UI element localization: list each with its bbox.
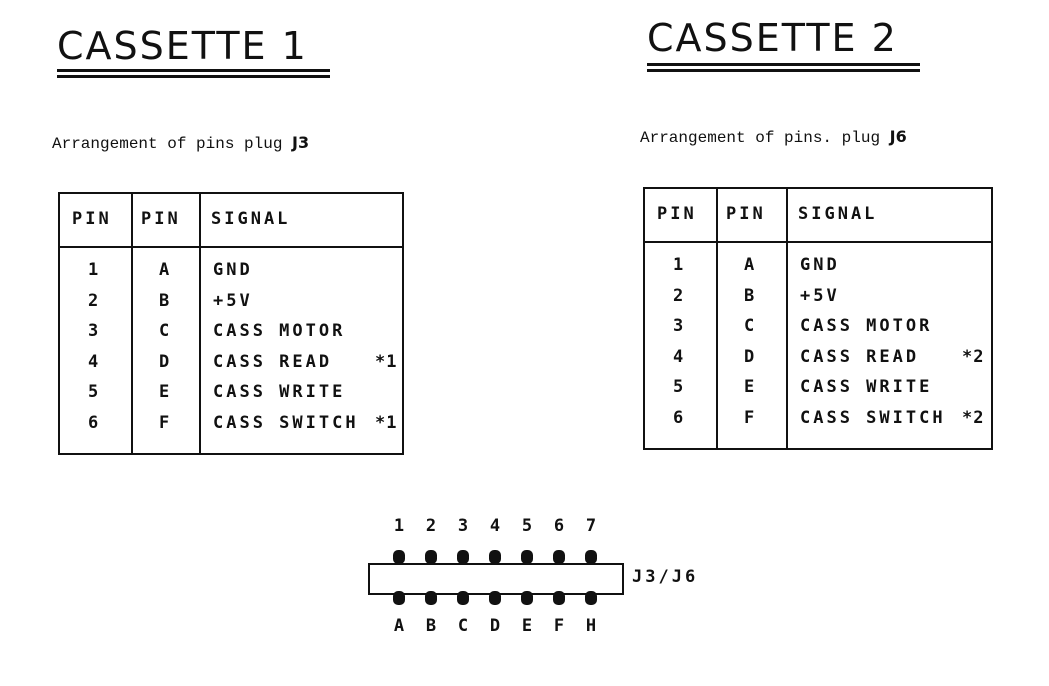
row-pin-number: 2 [88, 290, 102, 311]
row-pin-number: 6 [673, 407, 687, 428]
connector-pin-top [425, 550, 437, 564]
cassette1-pin-table: PIN PIN SIGNAL 1 A GND 2 B +5V 3 C CASS MOTOR 4 D CASS… [58, 192, 404, 455]
row-note: *1 [375, 412, 398, 433]
row-signal: CASS SWITCH [213, 412, 359, 433]
pin-number-label: 2 [425, 516, 437, 536]
connector-pin-bottom [457, 591, 469, 605]
row-signal: CASS READ [800, 346, 920, 367]
row-pin-letter: D [744, 346, 758, 367]
title-underline [647, 63, 920, 66]
row-pin-letter: A [744, 255, 758, 275]
connector-pin-bottom [521, 591, 533, 605]
row-signal: CASS SWITCH [800, 407, 946, 428]
connector-label: J3/J6 [632, 567, 699, 587]
row-signal: CASS WRITE [213, 382, 346, 402]
column-divider [199, 194, 201, 453]
row-pin-number: 1 [673, 255, 687, 275]
row-signal: CASS MOTOR [800, 316, 933, 336]
connector-pin-top [457, 550, 469, 564]
connector-pin-top [489, 550, 501, 564]
row-pin-letter: C [744, 316, 758, 336]
connector-pin-bottom [425, 591, 437, 605]
cassette2-pin-table: PIN PIN SIGNAL 1 A GND 2 B +5V 3 C CASS MOTOR 4 D CASS… [643, 187, 993, 450]
row-pin-number: 5 [88, 382, 102, 402]
title-underline [647, 69, 920, 72]
row-pin-letter: F [744, 407, 758, 428]
connector-pin-top [393, 550, 405, 564]
row-pin-letter: B [159, 290, 173, 311]
pin-letter-label: C [457, 616, 469, 636]
row-pin-letter: F [159, 412, 173, 433]
row-pin-letter: B [744, 285, 758, 306]
header-signal: SIGNAL [798, 204, 878, 224]
row-pin-letter: C [159, 321, 173, 341]
pin-number-label: 1 [393, 516, 405, 536]
row-pin-number: 1 [88, 260, 102, 280]
pin-letter-label: H [585, 616, 597, 636]
row-pin-letter: E [159, 382, 173, 402]
cassette1-subtitle: Arrangement of pins plug J3 [52, 133, 309, 153]
cassette2-subtitle: Arrangement of pins. plug J6 [640, 127, 907, 147]
row-signal: CASS WRITE [800, 377, 933, 397]
connector-pin-top [521, 550, 533, 564]
row-pin-number: 5 [673, 377, 687, 397]
title-underline [57, 75, 330, 78]
column-divider [131, 194, 133, 453]
row-pin-letter: D [159, 351, 173, 372]
header-pin-letter: PIN [141, 209, 181, 229]
plug-name: J6 [889, 127, 907, 146]
pin-number-label: 7 [585, 516, 597, 536]
cassette2-title: CASSETTE 2 [647, 16, 898, 60]
connector-pin-bottom [585, 591, 597, 605]
row-signal: +5V [213, 290, 253, 311]
connector-pin-bottom [489, 591, 501, 605]
header-pin: PIN [72, 209, 112, 229]
pin-number-label: 4 [489, 516, 501, 536]
title-underline [57, 69, 330, 72]
row-pin-number: 3 [673, 316, 687, 336]
pin-letter-label: B [425, 616, 437, 636]
pin-number-label: 6 [553, 516, 565, 536]
pin-letter-label: A [393, 616, 405, 636]
row-pin-number: 2 [673, 285, 687, 306]
header-pin-letter: PIN [726, 204, 766, 224]
connector-pin-top [553, 550, 565, 564]
row-pin-letter: E [744, 377, 758, 397]
pin-letter-label: F [553, 616, 565, 636]
connector-pin-bottom [553, 591, 565, 605]
row-note: *2 [962, 346, 985, 367]
row-signal: CASS MOTOR [213, 321, 346, 341]
subtitle-text: Arrangement of pins plug [52, 135, 283, 153]
row-signal: GND [800, 255, 840, 275]
row-signal: +5V [800, 285, 840, 306]
pin-letter-label: E [521, 616, 533, 636]
column-divider [716, 189, 718, 448]
pin-number-label: 3 [457, 516, 469, 536]
cassette1-title: CASSETTE 1 [57, 24, 308, 68]
connector-pin-bottom [393, 591, 405, 605]
header-divider [645, 241, 991, 243]
header-divider [60, 246, 402, 248]
connector-pin-top [585, 550, 597, 564]
row-signal: CASS READ [213, 351, 333, 372]
pin-letter-label: D [489, 616, 501, 636]
subtitle-text: Arrangement of pins. plug [640, 129, 881, 147]
header-signal: SIGNAL [211, 209, 291, 229]
header-pin: PIN [657, 204, 697, 224]
row-pin-number: 6 [88, 412, 102, 433]
plug-name: J3 [292, 133, 310, 152]
row-pin-number: 4 [673, 346, 687, 367]
row-note: *2 [962, 407, 985, 428]
column-divider [786, 189, 788, 448]
row-signal: GND [213, 260, 253, 280]
row-pin-number: 4 [88, 351, 102, 372]
row-note: *1 [375, 351, 398, 372]
pin-number-label: 5 [521, 516, 533, 536]
row-pin-number: 3 [88, 321, 102, 341]
row-pin-letter: A [159, 260, 173, 280]
